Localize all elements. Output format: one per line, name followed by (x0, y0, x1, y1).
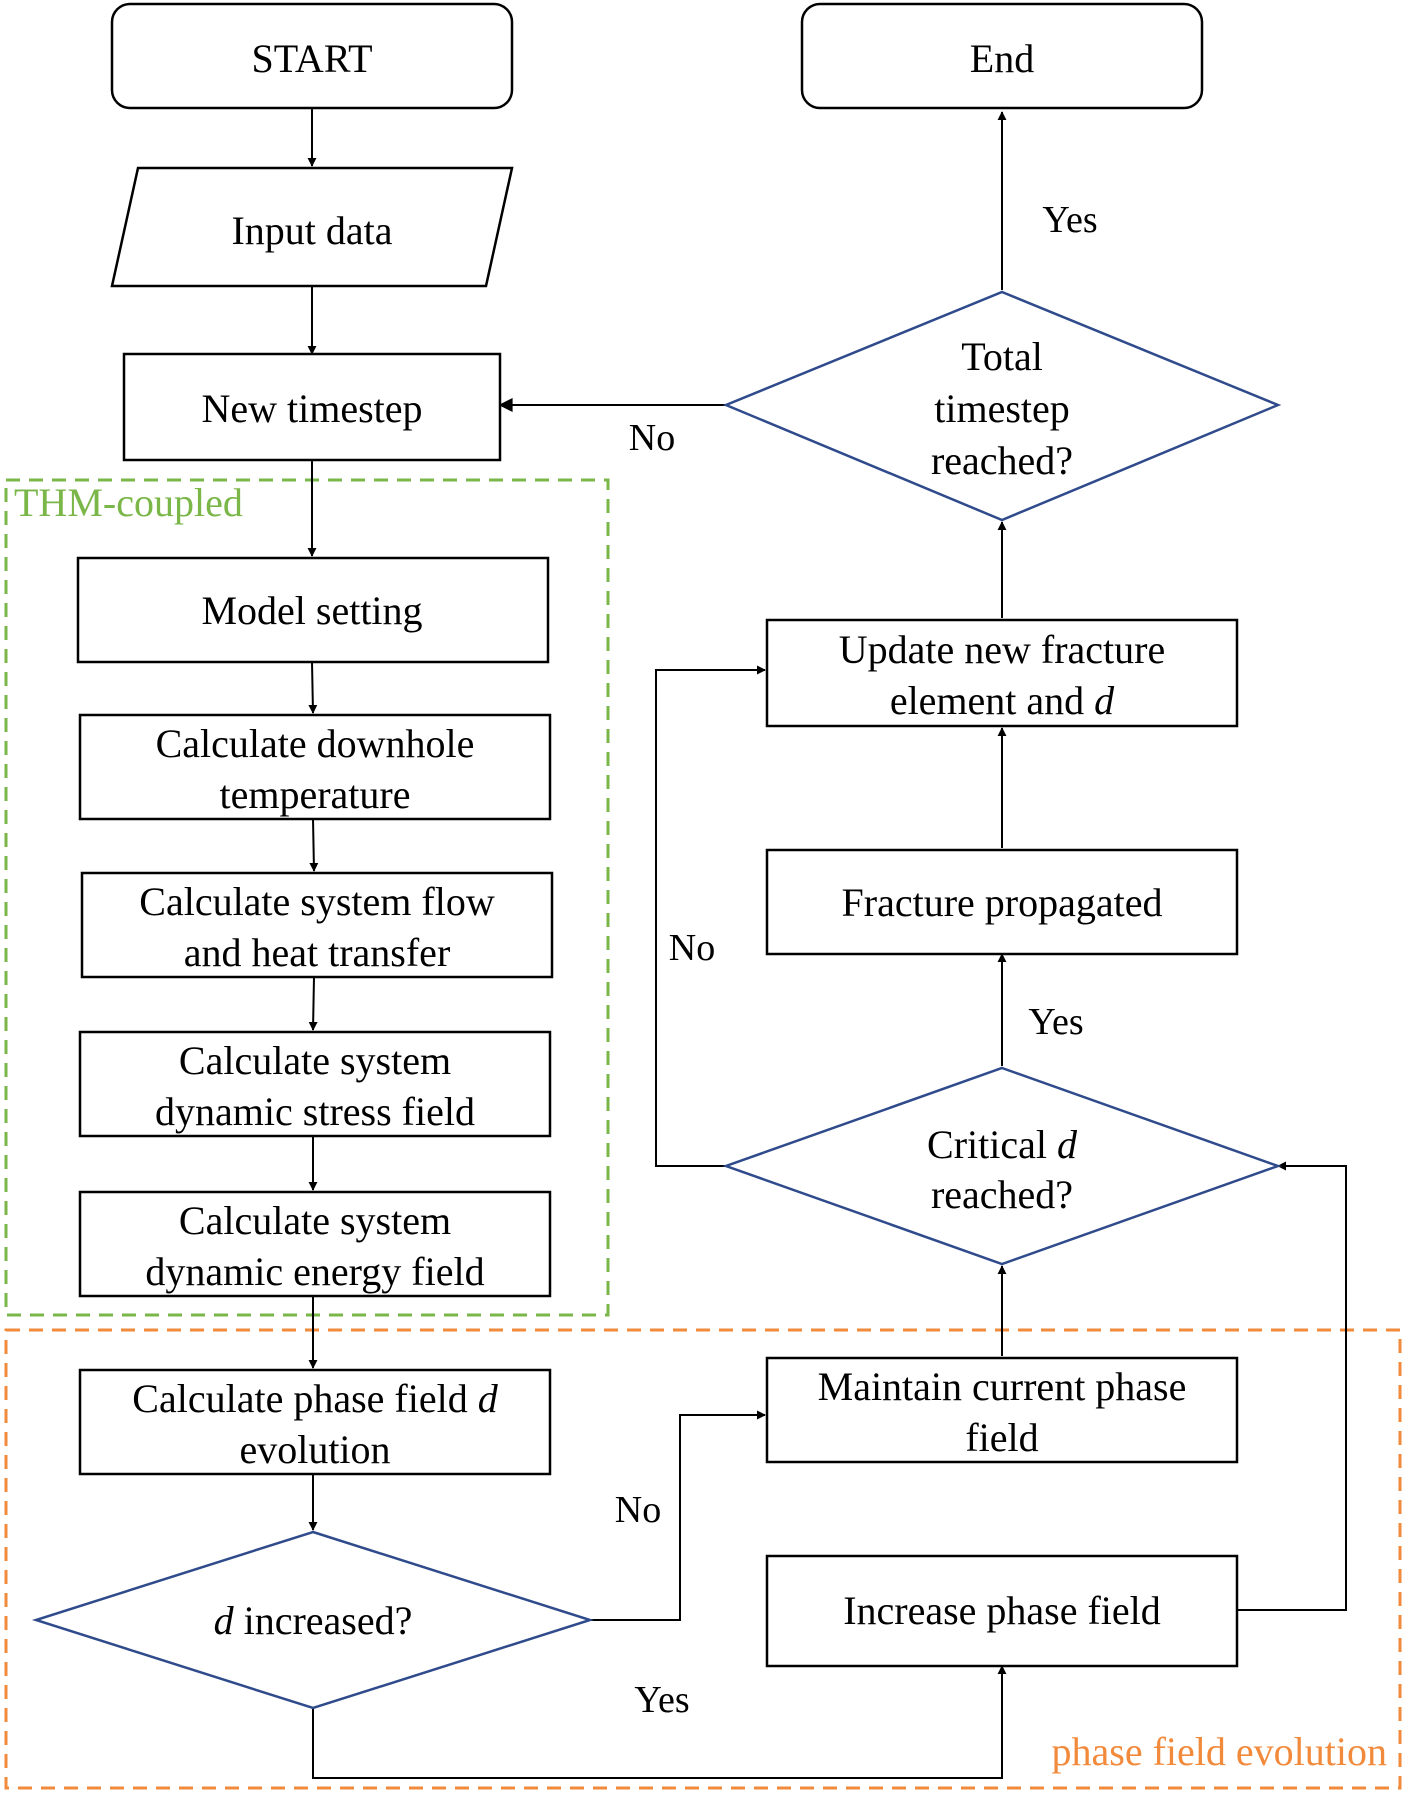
edge-label-total-yes: Yes (1042, 199, 1097, 241)
edge-increased-yes-increase (312, 1665, 1007, 1779)
critical-d-line1-text: Critical (927, 1122, 1057, 1167)
edge-label-increased-no: No (615, 1489, 661, 1531)
increase-phase-node (765, 1554, 1239, 1668)
edge-label-total-no: No (629, 417, 675, 459)
calc-flow-line1: Calculate system flow (139, 879, 495, 924)
update-fracture-line2-text: element and (890, 678, 1094, 723)
input-data-label: Input data (231, 208, 392, 253)
critical-d-line1-var: d (1057, 1122, 1078, 1167)
edge-model-temp (308, 661, 318, 714)
update-fracture-node (765, 618, 1239, 728)
calc-stress-node (78, 1030, 552, 1138)
edge-increased-no-maintain (590, 1410, 766, 1621)
model-setting-label: Model setting (201, 588, 422, 633)
calc-stress-line2: dynamic stress field (155, 1089, 475, 1134)
model-setting-node (76, 556, 550, 664)
fracture-propagated-node (765, 848, 1239, 956)
end-label: End (970, 36, 1034, 81)
critical-d-decision (722, 1066, 1282, 1266)
calc-energy-node (78, 1190, 552, 1298)
edge-critical-no-update (655, 665, 766, 1167)
group-thm-coupled (4, 478, 610, 1317)
d-increased-var: d (214, 1598, 235, 1643)
calc-phase-node (78, 1368, 552, 1476)
maintain-phase-line1: Maintain current phase (818, 1364, 1187, 1409)
calc-energy-line2: dynamic energy field (145, 1249, 484, 1294)
calc-temperature-line1: Calculate downhole (156, 721, 475, 766)
calc-flow-line2: and heat transfer (184, 930, 451, 975)
total-timestep-line1: Total (961, 334, 1043, 379)
d-increased-label: d increased? (214, 1598, 413, 1643)
calc-phase-line1-var: d (478, 1376, 499, 1421)
start-terminal (110, 2, 514, 110)
edge-label-increased-yes: Yes (634, 1679, 689, 1721)
start-label: START (251, 36, 372, 81)
critical-d-line2: reached? (931, 1172, 1073, 1217)
calc-stress-line1: Calculate system (179, 1038, 451, 1083)
edge-temp-flow (309, 818, 319, 872)
edge-increase-critical (1236, 1161, 1347, 1611)
group-phase-field-evolution (4, 1328, 1402, 1790)
calc-temperature-line2: temperature (220, 772, 411, 817)
calc-phase-line1-text: Calculate phase field (132, 1376, 477, 1421)
fracture-propagated-label: Fracture propagated (842, 880, 1163, 925)
calc-temperature-node (78, 713, 552, 821)
maintain-phase-node (765, 1356, 1239, 1464)
edge-label-critical-no: No (669, 927, 715, 969)
total-timestep-line2: timestep (934, 386, 1070, 431)
group-phase-field-evolution-label: phase field evolution (1052, 1729, 1387, 1774)
update-fracture-line1: Update new fracture (839, 627, 1165, 672)
connectors (307, 108, 1347, 1779)
calc-energy-line1: Calculate system (179, 1198, 451, 1243)
group-thm-coupled-label: THM-coupled (14, 480, 243, 525)
calc-phase-line2: evolution (239, 1427, 390, 1472)
edge-label-critical-yes: Yes (1028, 1001, 1083, 1043)
calc-flow-node (80, 871, 554, 979)
new-timestep-label: New timestep (201, 386, 422, 431)
increase-phase-label: Increase phase field (843, 1588, 1161, 1633)
update-fracture-line2: element and d (890, 678, 1115, 723)
new-timestep-node (122, 352, 502, 462)
end-terminal (800, 2, 1204, 110)
edge-flow-stress (308, 976, 318, 1031)
update-fracture-line2-var: d (1094, 678, 1115, 723)
total-timestep-decision (722, 290, 1282, 522)
d-increased-decision (31, 1530, 595, 1710)
calc-phase-line1: Calculate phase field d (132, 1376, 498, 1421)
d-increased-text: increased? (234, 1598, 413, 1643)
total-timestep-line3: reached? (931, 438, 1073, 483)
maintain-phase-line2: field (965, 1415, 1038, 1460)
input-data-node (110, 166, 514, 288)
critical-d-line1: Critical d (927, 1122, 1078, 1167)
